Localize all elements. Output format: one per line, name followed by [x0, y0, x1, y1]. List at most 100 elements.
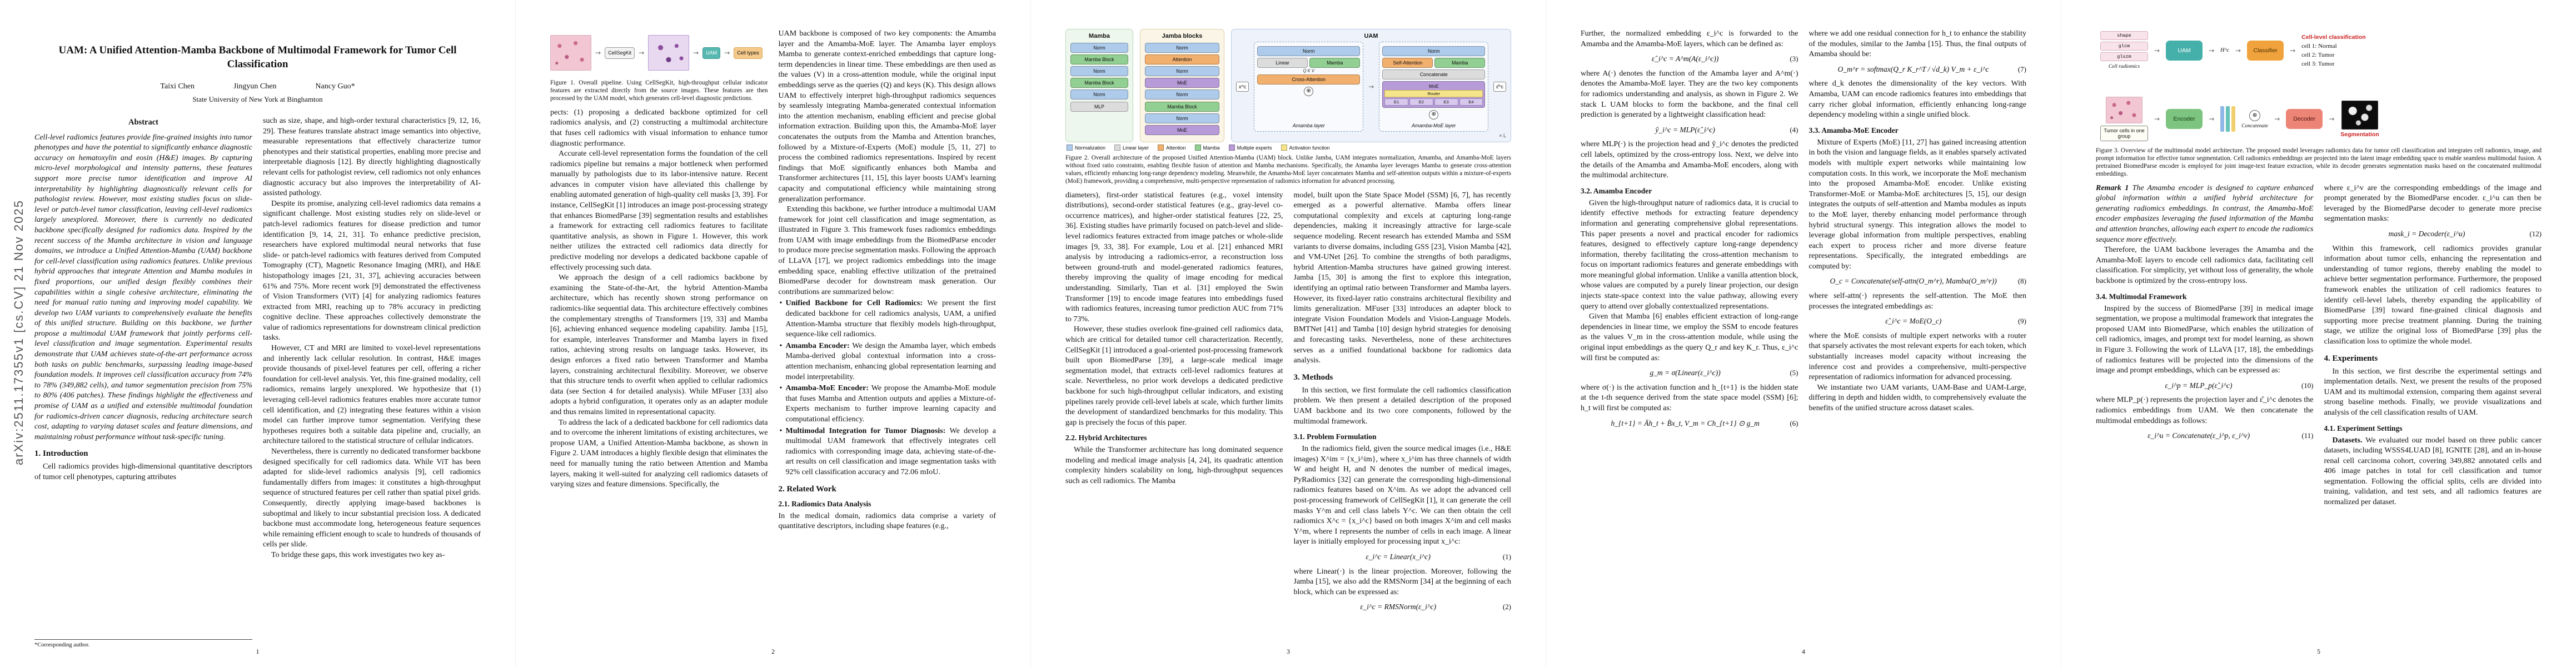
- equation: mask_i = Decoder(ε_i^u)(12): [2388, 230, 2542, 238]
- paragraph: where MLP(·) is the projection head and …: [1581, 140, 1798, 180]
- paragraph: In the medical domain, radiomics data co…: [778, 511, 996, 531]
- cellsegkit-box: CellSegKit: [605, 47, 635, 59]
- paragraph: Given that Mamba [6] enables efficient e…: [1581, 312, 1798, 362]
- page-1: UAM: A Unified Attention-Mamba Backbone …: [0, 0, 515, 667]
- output-chip: ε̂^c: [1493, 82, 1507, 92]
- histology-image-thumbnail: [550, 35, 591, 71]
- author-name: Nancy Guo*: [315, 82, 355, 91]
- paragraph: Cell radiomics provides high-dimensional…: [34, 462, 252, 481]
- norm-box: Norm: [1145, 42, 1219, 53]
- equation: O_c = Concatenate(self-attn(O_m^r), Mamb…: [1830, 277, 2026, 286]
- mamba-block-box: Mamba Block: [1070, 78, 1128, 88]
- paragraph: where MLP_p(·) represents the projection…: [2096, 396, 2314, 425]
- legend-label: Activation function: [1289, 145, 1330, 151]
- norm-box: Norm: [1070, 42, 1128, 53]
- concatenate-label: Concatenate: [2241, 123, 2269, 129]
- linear-box: Linear: [1257, 57, 1308, 68]
- paragraph: Given the high-throughput nature of radi…: [1581, 198, 1798, 311]
- column-right: UAM backbone is composed of two key comp…: [779, 29, 996, 638]
- classifier-box: Classifier: [2247, 40, 2284, 61]
- author-list: Taixi Chen Jingyun Chen Nancy Guo*: [34, 82, 481, 91]
- radiomics-chip: glcm: [2100, 42, 2148, 51]
- arrow-right-icon: [2209, 47, 2214, 54]
- legend-label: Linear layer: [1123, 145, 1149, 151]
- equation: ε_i^c = Linear(x_i^c)(1): [1366, 552, 1511, 561]
- arrow-right-icon: [595, 48, 601, 58]
- expert-box: E1: [1384, 98, 1409, 106]
- uam-model-box: UAM: [702, 47, 721, 59]
- arrow-right-icon: [2209, 115, 2214, 123]
- page-5: shape glcm glszm Cell radiomics UAM H^c …: [2061, 0, 2576, 667]
- paper-title: UAM: A Unified Attention-Mamba Backbone …: [58, 44, 457, 70]
- figure-3-caption: Figure 3. Overview of the multimodal mod…: [2096, 147, 2542, 177]
- equation: g_m = σ(Linear(ε_i^c))(5): [1650, 369, 1798, 377]
- column-text: pects: (1) proposing a dedicated backbon…: [550, 108, 768, 490]
- arrow-right-icon: [693, 48, 699, 58]
- paragraph: Nevertheless, there is currently no dedi…: [263, 447, 481, 549]
- page-2-columns: CellSegKit UAM Cell types Figure 1. Over…: [550, 29, 996, 638]
- legend-label: Mamba: [1203, 145, 1220, 151]
- legend-item: Normalization: [1067, 145, 1105, 151]
- section-heading: 3.2. Amamba Encoder: [1581, 186, 1652, 195]
- paragraph: where self-attn(·) represents the self-a…: [1808, 292, 2027, 311]
- equation: O_m^r = softmax(Q_r K_r^T / √d_k) V_m + …: [1837, 64, 2026, 73]
- amamba-moe-layer-label: Amamba-MoE layer: [1412, 123, 1456, 128]
- moe-box: MoE Router E1 E2 E3 E4: [1382, 81, 1486, 108]
- paragraph: However, CT and MRI are limited to voxel…: [263, 344, 481, 446]
- legend-item: Multiple experts: [1228, 145, 1272, 151]
- classification-output: Cell-level classification cell 1: Normal…: [2301, 33, 2366, 68]
- page-2: CellSegKit UAM Cell types Figure 1. Over…: [515, 0, 1030, 667]
- section-heading: 2.1. Radiomics Data Analysis: [778, 499, 871, 508]
- figure-2-caption: Figure 2. Overall architecture of the pr…: [1065, 155, 1511, 185]
- cell-result-line: cell 3: Tumor: [2301, 60, 2335, 67]
- legend-label: Multiple experts: [1237, 145, 1272, 151]
- expert-row: E1 E2 E3 E4: [1384, 98, 1483, 106]
- arrow-right-icon: [2290, 47, 2295, 54]
- contribution-bullet: Multimodal Integration for Tumor Diagnos…: [779, 426, 996, 478]
- legend-item: Attention: [1158, 145, 1186, 151]
- paragraph: Therefore, the UAM backbone leverages th…: [2096, 246, 2314, 285]
- equation: ŷ_i^c = MLP(ε̂_i^c)(4): [1655, 125, 1798, 134]
- arrow-right-icon: [2154, 115, 2160, 123]
- section-heading: 4. Experiments: [2324, 354, 2378, 363]
- paragraph: where d_k denotes the dimensionality of …: [1808, 79, 2027, 120]
- segmentation-path: Tumor cells in one group Encoder ⊕ Conca…: [2100, 97, 2537, 141]
- legend-swatch: [1228, 145, 1235, 151]
- figure-1-caption: Figure 1. Overall pipeline. Using CellSe…: [550, 79, 768, 102]
- radiomics-chip: shape: [2100, 31, 2148, 40]
- segmentation-mask-thumbnail: [2341, 100, 2378, 130]
- legend-label: Attention: [1166, 145, 1186, 151]
- repeat-label: × L: [1499, 133, 1506, 138]
- paragraph: Within this framework, cell radiomics pr…: [2324, 244, 2542, 346]
- contribution-bullet: Amamba Encoder: We design the Amamba lay…: [779, 341, 996, 382]
- self-attention-box: Self-Attention: [1382, 57, 1433, 68]
- paragraph: Inspired by the success of BiomedParse […: [2096, 304, 2314, 375]
- section-heading: 2.2. Hybrid Architectures: [1065, 434, 1147, 442]
- paragraph: Accurate cell-level representation forms…: [550, 150, 768, 272]
- norm-box: Norm: [1070, 66, 1128, 76]
- section-heading: 3.3. Amamba-MoE Encoder: [1808, 126, 1899, 135]
- uam-box: UAM: [2166, 40, 2203, 61]
- arrow-right-icon: [2329, 115, 2334, 123]
- column-right: model, built upon the State Space Model …: [1294, 191, 1512, 613]
- legend-item: Activation function: [1280, 145, 1330, 151]
- residual-add-icon: ⊕: [1304, 86, 1314, 96]
- arrow-right-icon: [1368, 83, 1374, 91]
- page-4-columns: Further, the normalized embedding ε_i^c …: [1581, 29, 2026, 638]
- hidden-embedding-label: H^c: [2220, 47, 2230, 53]
- paragraph: Remark 1 The Amamba encoder is designed …: [2096, 183, 2314, 244]
- page-3-columns: diameters), first-order statistical feat…: [1065, 191, 1511, 613]
- column-right: where ε_i^v are the corresponding embedd…: [2324, 183, 2542, 611]
- page-number: 1: [256, 648, 260, 655]
- prediction-box: Cell types: [734, 47, 763, 59]
- moe-label: MoE: [1429, 83, 1439, 89]
- amamba-layer-label: Amamba layer: [1292, 123, 1325, 128]
- radiomics-embedding-bar: [2226, 106, 2230, 132]
- expert-box: E3: [1434, 98, 1458, 106]
